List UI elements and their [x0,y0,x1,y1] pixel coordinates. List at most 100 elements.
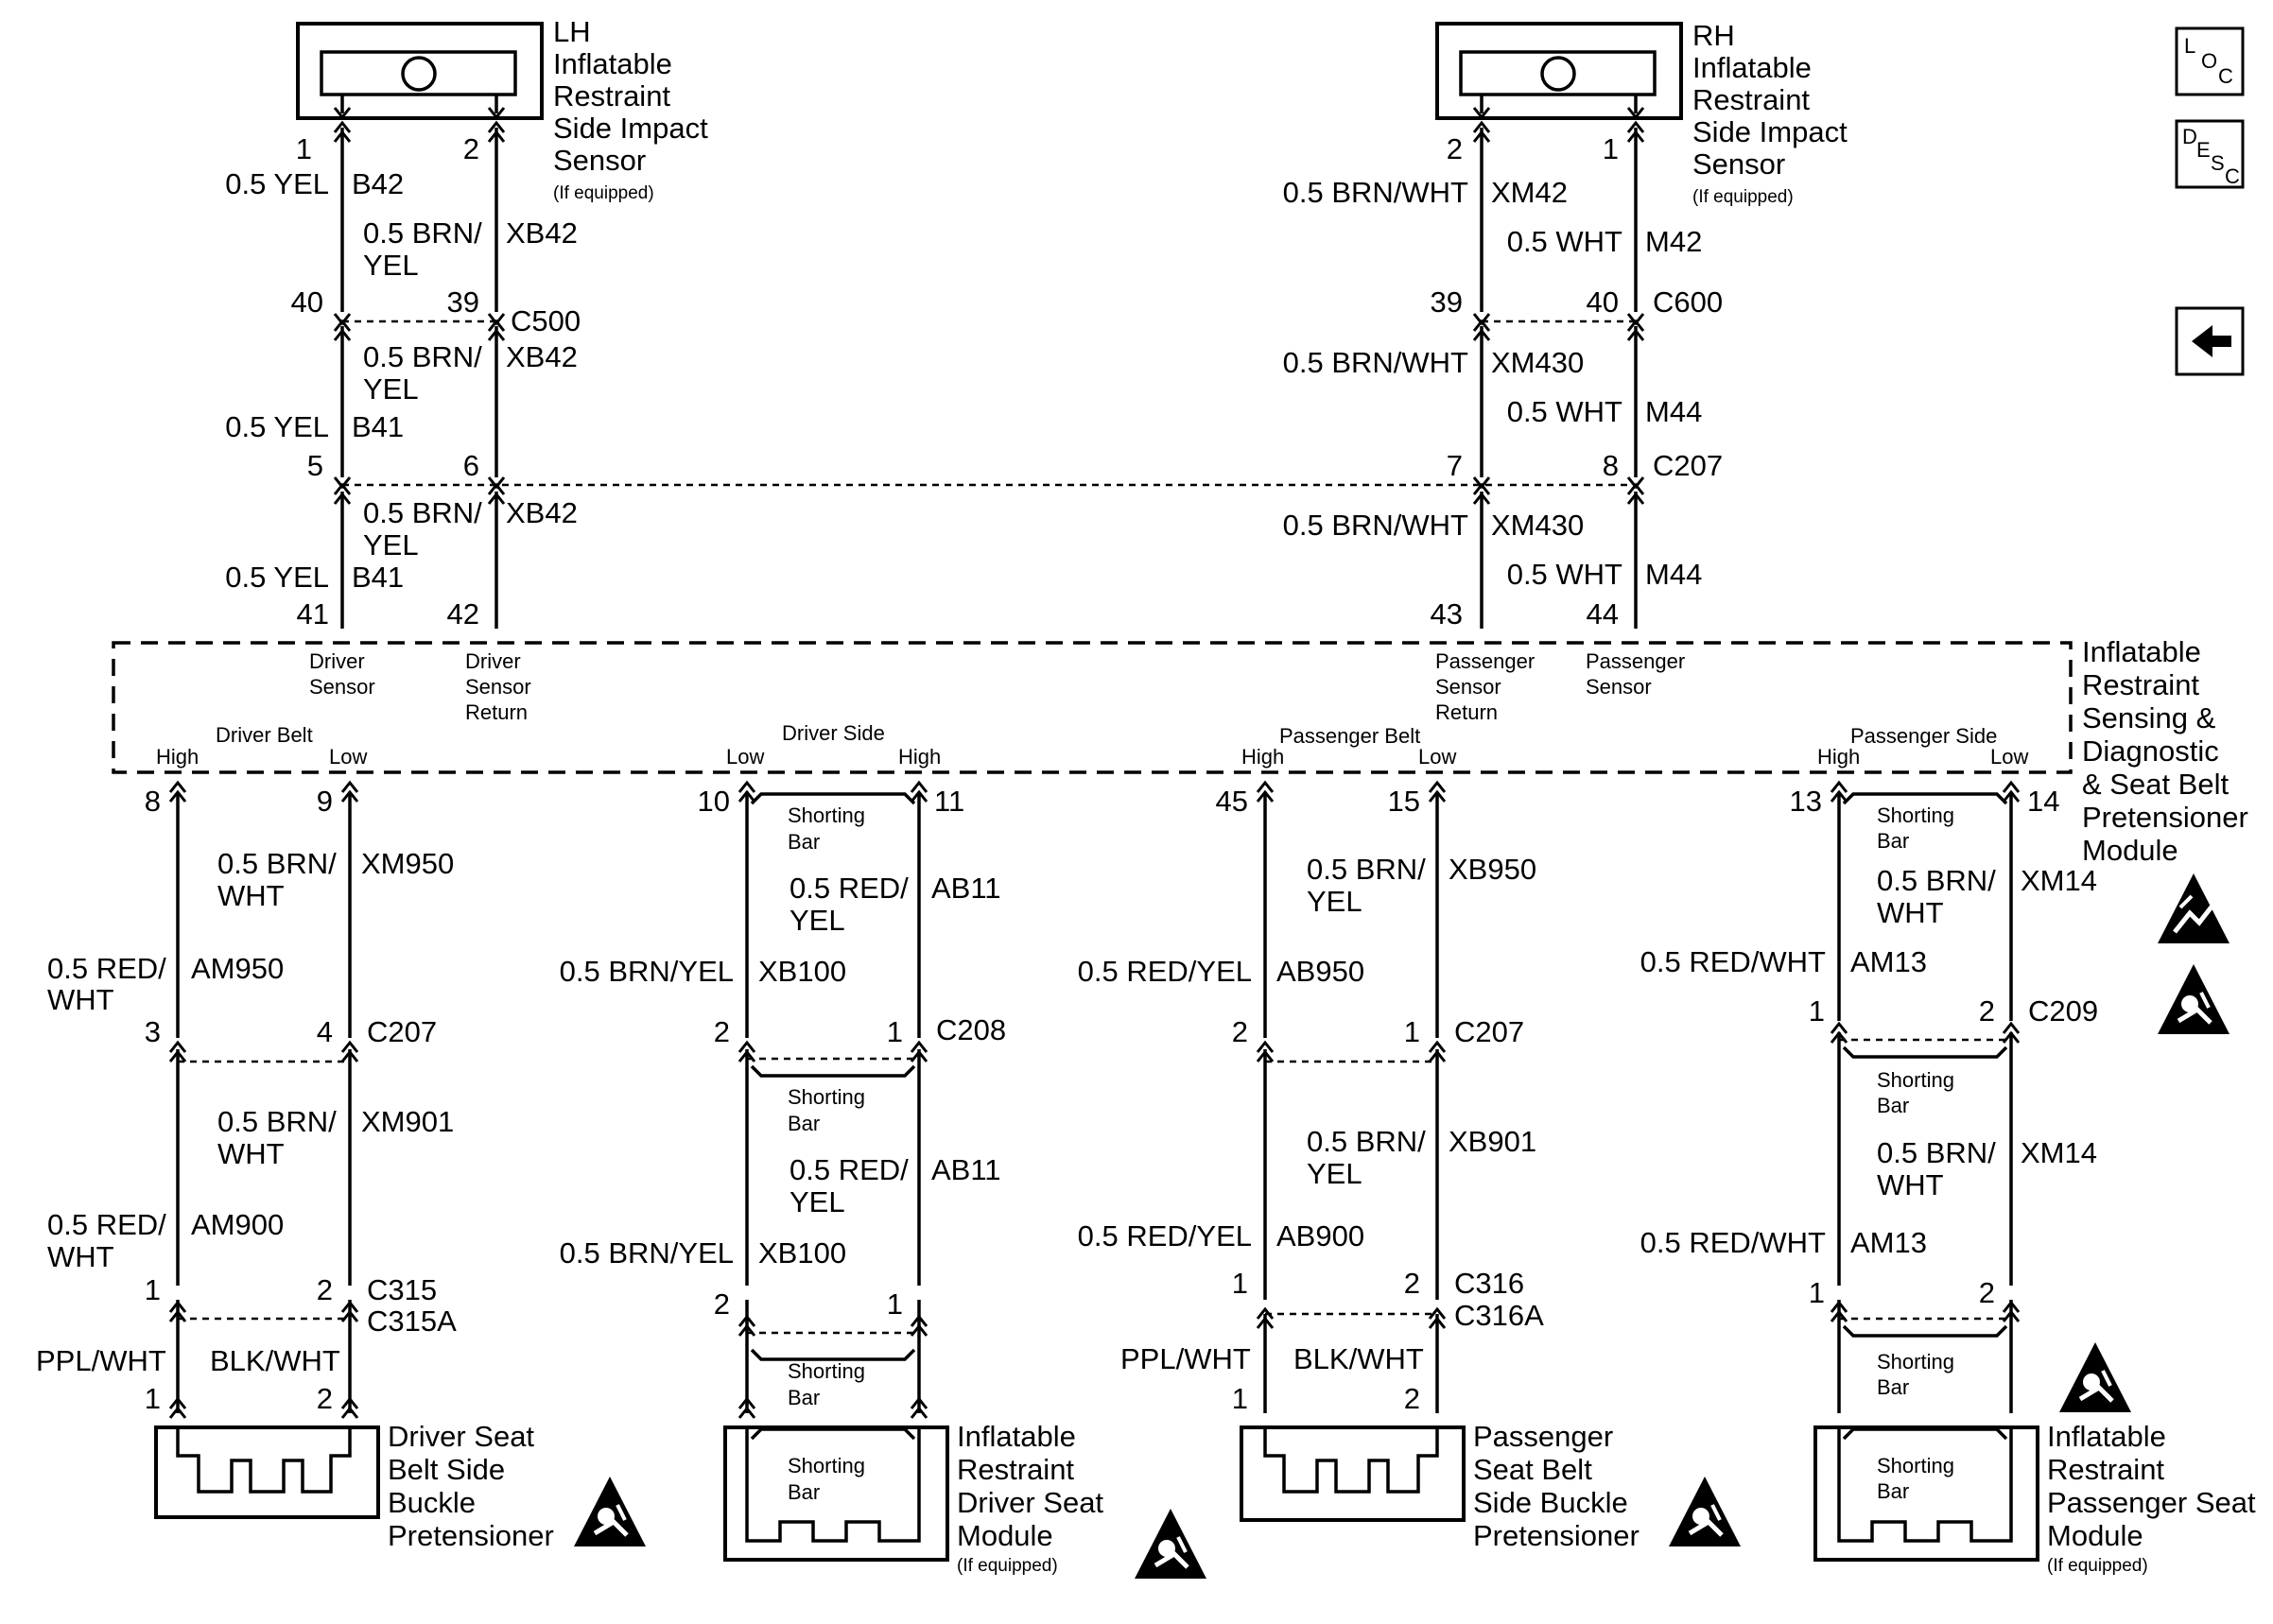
back-button[interactable] [2175,306,2245,376]
back-arrow-icon [2192,325,2231,357]
svg-text:M44: M44 [1645,395,1702,428]
sensor-symbol-icon [1540,56,1576,92]
svg-text:Sensor: Sensor [1692,147,1785,181]
svg-text:YEL: YEL [789,1185,845,1218]
svg-text:(If equipped): (If equipped) [957,1556,1058,1576]
shorting-bar-icon [750,792,916,805]
svg-text:BLK/WHT: BLK/WHT [210,1344,340,1377]
svg-text:0.5 BRN/: 0.5 BRN/ [363,496,482,529]
description-button[interactable]: D E S C [2175,119,2245,189]
lh-side-impact-sensor [296,22,544,120]
svg-text:41: 41 [297,597,329,631]
svg-text:AM13: AM13 [1850,945,1927,978]
svg-text:B42: B42 [352,167,404,200]
passenger-belt-labels: 45 15 0.5 BRN/ YEL XB950 0.5 RED/YEL AB9… [1078,785,1640,1552]
svg-text:45: 45 [1216,785,1248,818]
svg-text:YEL: YEL [363,249,419,282]
passenger-side-labels: 13 14 Shorting Bar 0.5 BRN/ WHT XM14 0.5… [1640,785,2256,1576]
passenger-belt-circuit [1240,781,1466,1522]
svg-text:0.5 RED/WHT: 0.5 RED/WHT [1640,945,1826,978]
svg-text:Low: Low [1990,745,2028,769]
svg-text:Passenger Seat: Passenger Seat [2047,1486,2256,1519]
svg-text:Low: Low [1418,745,1456,769]
driver-belt-labels: 8 9 0.5 BRN/ WHT XM950 0.5 RED/ WHT AM95… [36,785,554,1552]
passenger-belt-pretensioner-box [1240,1425,1466,1522]
svg-text:XM14: XM14 [2021,1136,2097,1169]
svg-text:Sensor: Sensor [1586,675,1652,699]
svg-text:1: 1 [1809,1276,1825,1309]
svg-text:Module: Module [957,1519,1053,1552]
svg-text:YEL: YEL [1307,885,1362,918]
svg-text:0.5 WHT: 0.5 WHT [1507,558,1622,591]
svg-text:Pretensioner: Pretensioner [1473,1519,1640,1552]
sensor-symbol-icon [401,56,437,92]
svg-text:XM430: XM430 [1491,346,1584,379]
svg-text:2: 2 [1979,994,1995,1028]
svg-text:2: 2 [1404,1267,1420,1300]
svg-text:Driver Seat: Driver Seat [388,1420,534,1453]
svg-text:0.5 BRN/WHT: 0.5 BRN/WHT [1283,176,1468,209]
svg-text:XB42: XB42 [506,340,578,373]
svg-text:B41: B41 [352,410,404,443]
svg-text:YEL: YEL [789,904,845,937]
svg-text:Inflatable: Inflatable [2082,635,2201,668]
svg-text:0.5 YEL: 0.5 YEL [225,167,329,200]
svg-text:C: C [2225,164,2240,188]
svg-text:Diagnostic: Diagnostic [2082,734,2219,768]
svg-text:14: 14 [2027,785,2059,818]
svg-text:YEL: YEL [1307,1157,1362,1190]
svg-text:13: 13 [1790,785,1822,818]
svg-text:C315: C315 [367,1273,437,1306]
svg-text:XM901: XM901 [361,1105,454,1138]
svg-text:Belt Side: Belt Side [388,1453,505,1486]
lh-wire-labels: 1 2 0.5 YEL B42 0.5 BRN/ YEL XB42 40 39 … [225,132,581,631]
svg-text:C207: C207 [1653,449,1723,482]
svg-text:Shorting: Shorting [788,1359,865,1383]
svg-text:C600: C600 [1653,285,1723,319]
svg-text:C207: C207 [1454,1015,1524,1048]
svg-text:8: 8 [1603,449,1619,482]
svg-text:7: 7 [1447,449,1463,482]
svg-text:Inflatable: Inflatable [553,47,672,80]
svg-text:1: 1 [887,1287,903,1321]
svg-text:C209: C209 [2028,994,2098,1028]
svg-text:Bar: Bar [788,1112,820,1135]
driver-side-circuit [723,781,949,1562]
svg-text:AB950: AB950 [1276,955,1364,988]
svg-text:Sensor: Sensor [465,675,531,699]
svg-text:LH: LH [553,15,591,48]
module-pin-labels: Driver Sensor Driver Sensor Return Passe… [156,649,2028,769]
svg-text:Passenger Belt: Passenger Belt [1279,724,1420,748]
svg-text:Sensor: Sensor [309,675,375,699]
svg-text:0.5 WHT: 0.5 WHT [1507,395,1622,428]
svg-text:0.5 WHT: 0.5 WHT [1507,225,1622,258]
svg-text:2: 2 [1232,1015,1248,1048]
svg-text:Sensing &: Sensing & [2082,701,2216,734]
svg-text:M44: M44 [1645,558,1702,591]
svg-text:1: 1 [1232,1267,1248,1300]
svg-text:YEL: YEL [363,372,419,406]
driver-belt-circuit [154,781,380,1519]
svg-text:Shorting: Shorting [788,1085,865,1109]
svg-text:AM13: AM13 [1850,1226,1927,1259]
airbag-warning-icon [1135,1509,1206,1579]
location-button[interactable]: L O C [2175,26,2245,96]
rh-sensor-title: RH Inflatable Restraint Side Impact Sens… [1692,19,1848,207]
airbag-warning-icon [574,1477,646,1546]
driver-belt-pretensioner-box [154,1425,380,1519]
airbag-warning-icon [2059,1342,2131,1412]
svg-text:Restraint: Restraint [2047,1453,2164,1486]
svg-text:C500: C500 [511,304,581,337]
svg-text:42: 42 [447,597,479,631]
svg-text:0.5 BRN/: 0.5 BRN/ [1877,1136,1996,1169]
passenger-seat-module-box [1813,1425,2039,1562]
svg-text:(If equipped): (If equipped) [1692,187,1794,207]
svg-text:& Seat Belt: & Seat Belt [2082,768,2229,801]
svg-text:Bar: Bar [1877,1375,1909,1399]
svg-text:PPL/WHT: PPL/WHT [36,1344,166,1377]
svg-text:0.5 RED/YEL: 0.5 RED/YEL [1078,1219,1252,1253]
svg-text:D: D [2182,125,2197,148]
svg-text:AB11: AB11 [931,872,1001,905]
svg-text:PPL/WHT: PPL/WHT [1120,1342,1251,1375]
svg-text:1: 1 [1232,1382,1248,1415]
